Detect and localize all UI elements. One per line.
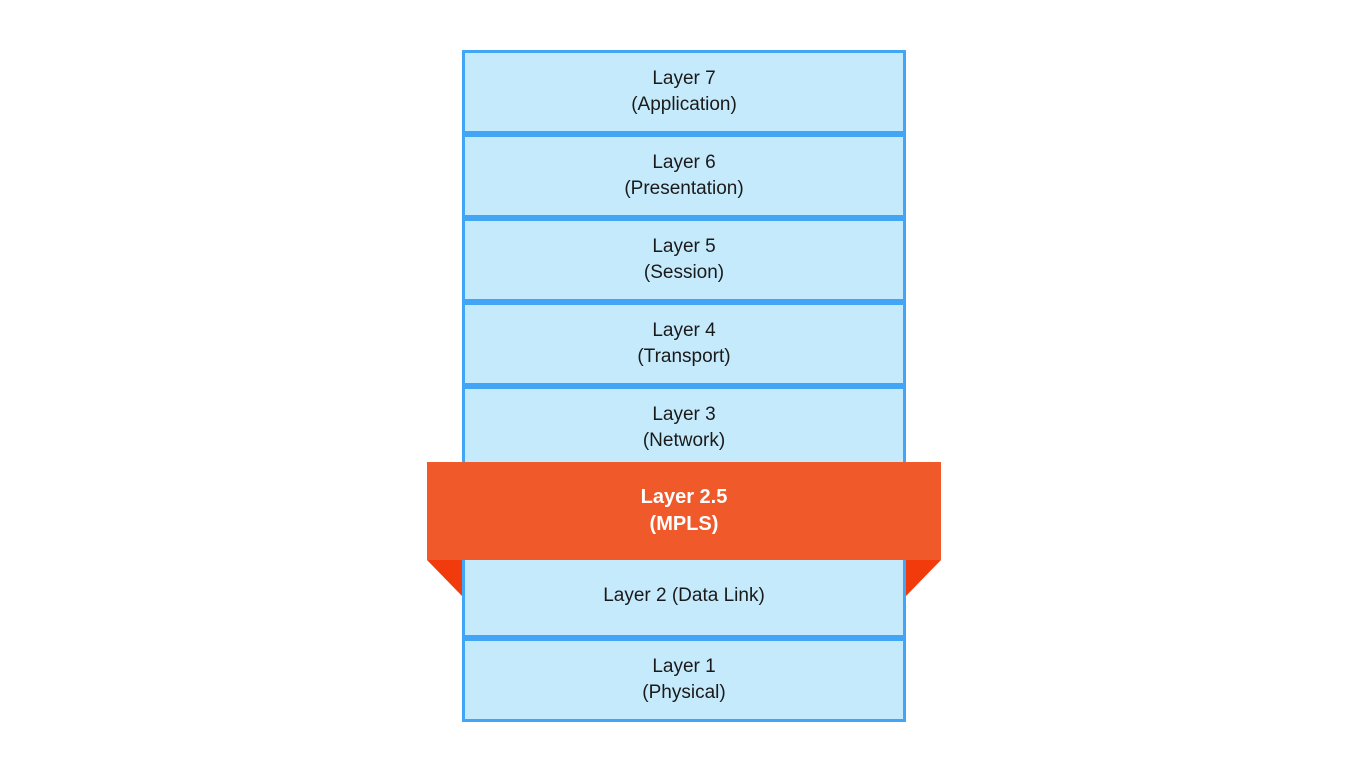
- layer-1-label-line1: Layer 1: [652, 656, 716, 677]
- ribbon-label-line2: (MPLS): [649, 513, 719, 535]
- layer-3-label-line1: Layer 3: [652, 404, 716, 425]
- layer-4-label-line1: Layer 4: [652, 320, 716, 341]
- layer-4-box: Layer 4 (Transport): [462, 302, 906, 386]
- layer-7-label-line2: (Application): [631, 94, 737, 115]
- layer-7-label-line1: Layer 7: [652, 68, 716, 89]
- ribbon-fold-left: [427, 560, 462, 596]
- layer-1-box: Layer 1 (Physical): [462, 638, 906, 722]
- mpls-ribbon: Layer 2.5 (MPLS): [427, 462, 941, 560]
- layer-6-label-line2: (Presentation): [624, 178, 744, 199]
- osi-layer-stack: Layer 7 (Application) Layer 6 (Presentat…: [427, 50, 941, 722]
- layer-6-box: Layer 6 (Presentation): [462, 134, 906, 218]
- layer-2-label-line1: Layer 2 (Data Link): [603, 585, 765, 606]
- layer-3-box: Layer 3 (Network): [462, 386, 906, 470]
- ribbon-label-line1: Layer 2.5: [640, 486, 728, 508]
- layer-1-label-line2: (Physical): [642, 682, 726, 703]
- layer-5-label-line2: (Session): [643, 262, 725, 283]
- layer-2-box: Layer 2 (Data Link): [462, 554, 906, 638]
- layer-5-box: Layer 5 (Session): [462, 218, 906, 302]
- layer-7-box: Layer 7 (Application): [462, 50, 906, 134]
- layer-5-label-line1: Layer 5: [652, 236, 716, 257]
- layer-3-label-line2: (Network): [642, 430, 726, 451]
- layer-6-label-line1: Layer 6: [652, 152, 716, 173]
- ribbon-fold-right: [906, 560, 941, 596]
- layer-4-label-line2: (Transport): [637, 346, 731, 367]
